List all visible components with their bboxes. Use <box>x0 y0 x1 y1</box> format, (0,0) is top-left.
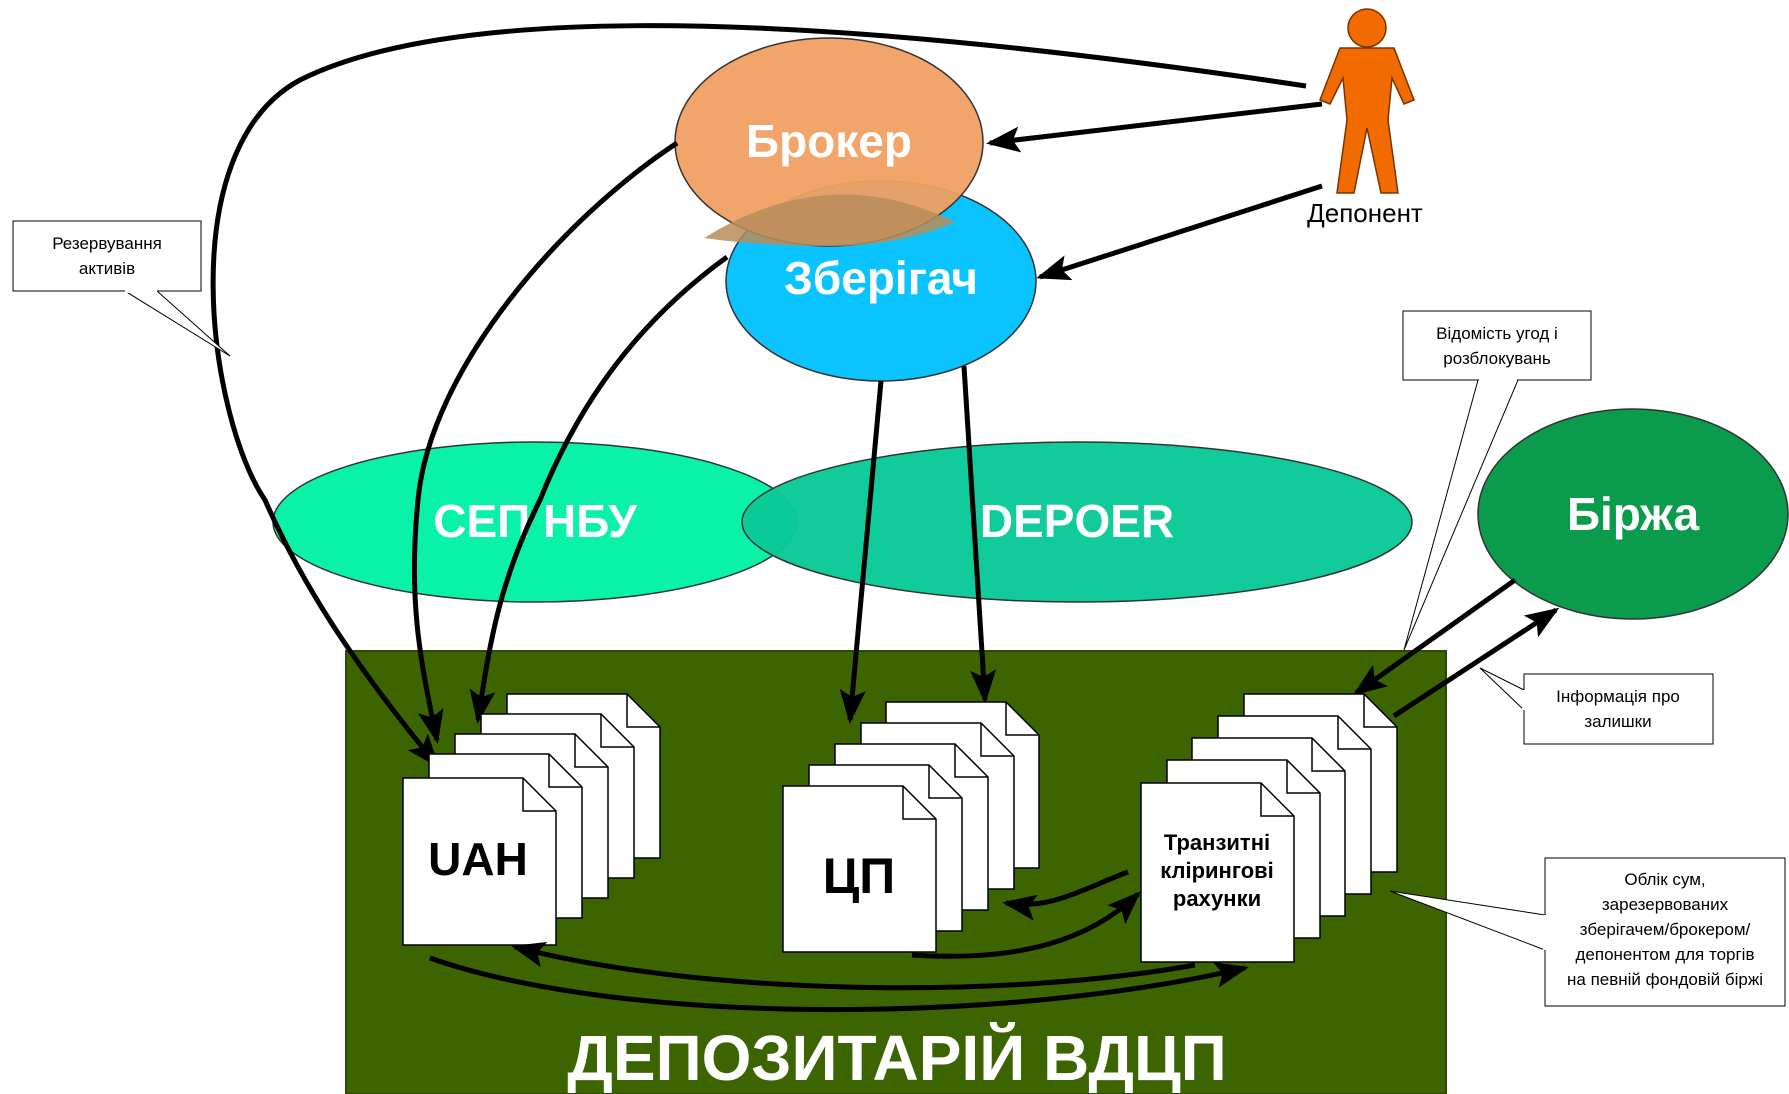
sep-nbu-label: СЕП НБУ <box>433 495 638 547</box>
arrow-cp-transit <box>911 891 1141 959</box>
callout-reservation <box>12 220 231 357</box>
callout-accounting <box>1389 857 1786 1007</box>
arrow-custodian-cp-2 <box>961 365 997 704</box>
callout-deals-line-2: розблокувань <box>1443 349 1551 368</box>
arrow-transit-cp <box>1002 869 1129 921</box>
custodian-label: Зберігач <box>784 252 978 304</box>
arrow-uah-transit <box>429 955 1249 1013</box>
broker-custodian-overlap <box>704 194 955 246</box>
arrow-depositor-broker <box>986 101 1323 153</box>
arrow-exchange-transit <box>1352 577 1517 696</box>
exchange-node[interactable] <box>1477 408 1789 620</box>
depositor-label: Депонент <box>1307 198 1423 228</box>
callout-reservation-line-2: активів <box>79 259 135 278</box>
callout-deals-line-1: Відомість угод і <box>1436 324 1558 343</box>
depoer-node[interactable] <box>741 441 1413 603</box>
arrow-transit-uah <box>511 941 1196 991</box>
transit-document-stack[interactable] <box>1140 693 1398 963</box>
callout-accounting-line-4: депонентом для торгів <box>1575 945 1754 964</box>
securities-label: ЦП <box>823 848 895 904</box>
arrow-depositor-uah-loop <box>210 23 1307 769</box>
arrow-transit-exchange <box>1392 607 1560 719</box>
depositor-person-icon[interactable] <box>1319 8 1415 194</box>
callout-balance-line-2: залишки <box>1584 712 1651 731</box>
callout-balance-info <box>1479 667 1714 745</box>
callout-deals-statement <box>1402 310 1592 651</box>
depoer-label: DEPOER <box>980 495 1174 547</box>
callout-accounting-line-3: зберігачем/брокером/ <box>1580 920 1751 939</box>
callout-balance-line-1: Інформація про <box>1556 687 1680 706</box>
callout-accounting-line-1: Облік сум, <box>1624 870 1705 889</box>
securities-document-stack[interactable] <box>782 701 1040 953</box>
exchange-label: Біржа <box>1567 488 1700 540</box>
arrow-depositor-custodian <box>1036 183 1323 281</box>
transit-label-2: клірингові <box>1160 858 1274 883</box>
arrow-custodian-uah <box>469 254 729 724</box>
arrow-broker-uah <box>411 140 679 744</box>
callout-reservation-line-1: Резервування <box>52 234 162 253</box>
arrow-custodian-cp-1 <box>839 380 884 724</box>
callout-accounting-line-2: зарезервованих <box>1602 895 1729 914</box>
callout-accounting-line-5: на певній фондовій біржі <box>1567 970 1763 989</box>
uah-document-stack[interactable] <box>402 693 661 946</box>
transit-label-3: рахунки <box>1173 886 1261 911</box>
transit-label-1: Транзитні <box>1164 830 1270 855</box>
uah-label: UAH <box>428 833 528 885</box>
depository-title: ДЕПОЗИТАРІЙ ВДЦП <box>567 1021 1226 1094</box>
broker-label: Брокер <box>746 115 912 167</box>
